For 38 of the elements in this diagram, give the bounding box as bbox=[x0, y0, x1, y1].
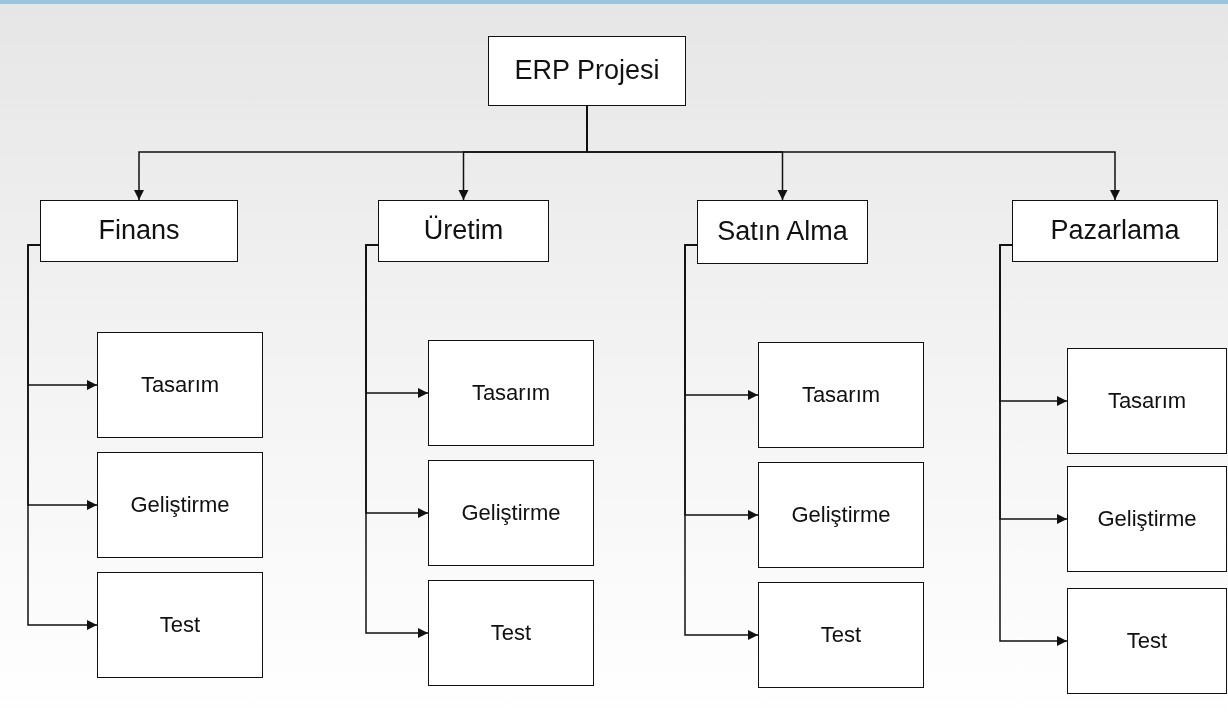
org-box bbox=[40, 200, 238, 262]
connector-arrow bbox=[27, 244, 98, 631]
box-label: Geliştirme bbox=[791, 502, 891, 528]
box-label: Geliştirme bbox=[461, 500, 561, 526]
org-box bbox=[758, 342, 924, 448]
box-label: Pazarlama bbox=[1050, 215, 1180, 247]
box-label: Test bbox=[820, 622, 862, 648]
org-box bbox=[428, 340, 594, 446]
box-label: Test bbox=[490, 620, 532, 646]
box-label: Test bbox=[159, 612, 201, 638]
org-box bbox=[378, 200, 549, 262]
box-label: Geliştirme bbox=[1097, 506, 1197, 532]
box-label: Satın Alma bbox=[717, 216, 848, 248]
org-box bbox=[1012, 200, 1218, 262]
org-box bbox=[758, 462, 924, 568]
org-box bbox=[758, 582, 924, 688]
org-box bbox=[428, 460, 594, 566]
box-label: Tasarım bbox=[1107, 388, 1187, 414]
box-label: Finans bbox=[98, 215, 180, 247]
box-label: ERP Projesi bbox=[514, 55, 660, 87]
org-box bbox=[1067, 466, 1227, 572]
org-box bbox=[428, 580, 594, 686]
org-box bbox=[488, 36, 686, 106]
connector-arrow bbox=[999, 244, 1068, 647]
org-box bbox=[1067, 588, 1227, 694]
connector-arrow bbox=[684, 244, 759, 641]
org-box bbox=[97, 572, 263, 678]
box-label: Tasarım bbox=[801, 382, 881, 408]
org-box bbox=[697, 200, 868, 264]
box-label: Tasarım bbox=[471, 380, 551, 406]
box-label: Geliştirme bbox=[130, 492, 230, 518]
box-label: Tasarım bbox=[140, 372, 220, 398]
box-label: Test bbox=[1126, 628, 1168, 654]
org-box bbox=[97, 332, 263, 438]
org-box bbox=[97, 452, 263, 558]
connector-arrow bbox=[365, 244, 429, 639]
org-box bbox=[1067, 348, 1227, 454]
box-label: Üretim bbox=[423, 215, 504, 247]
